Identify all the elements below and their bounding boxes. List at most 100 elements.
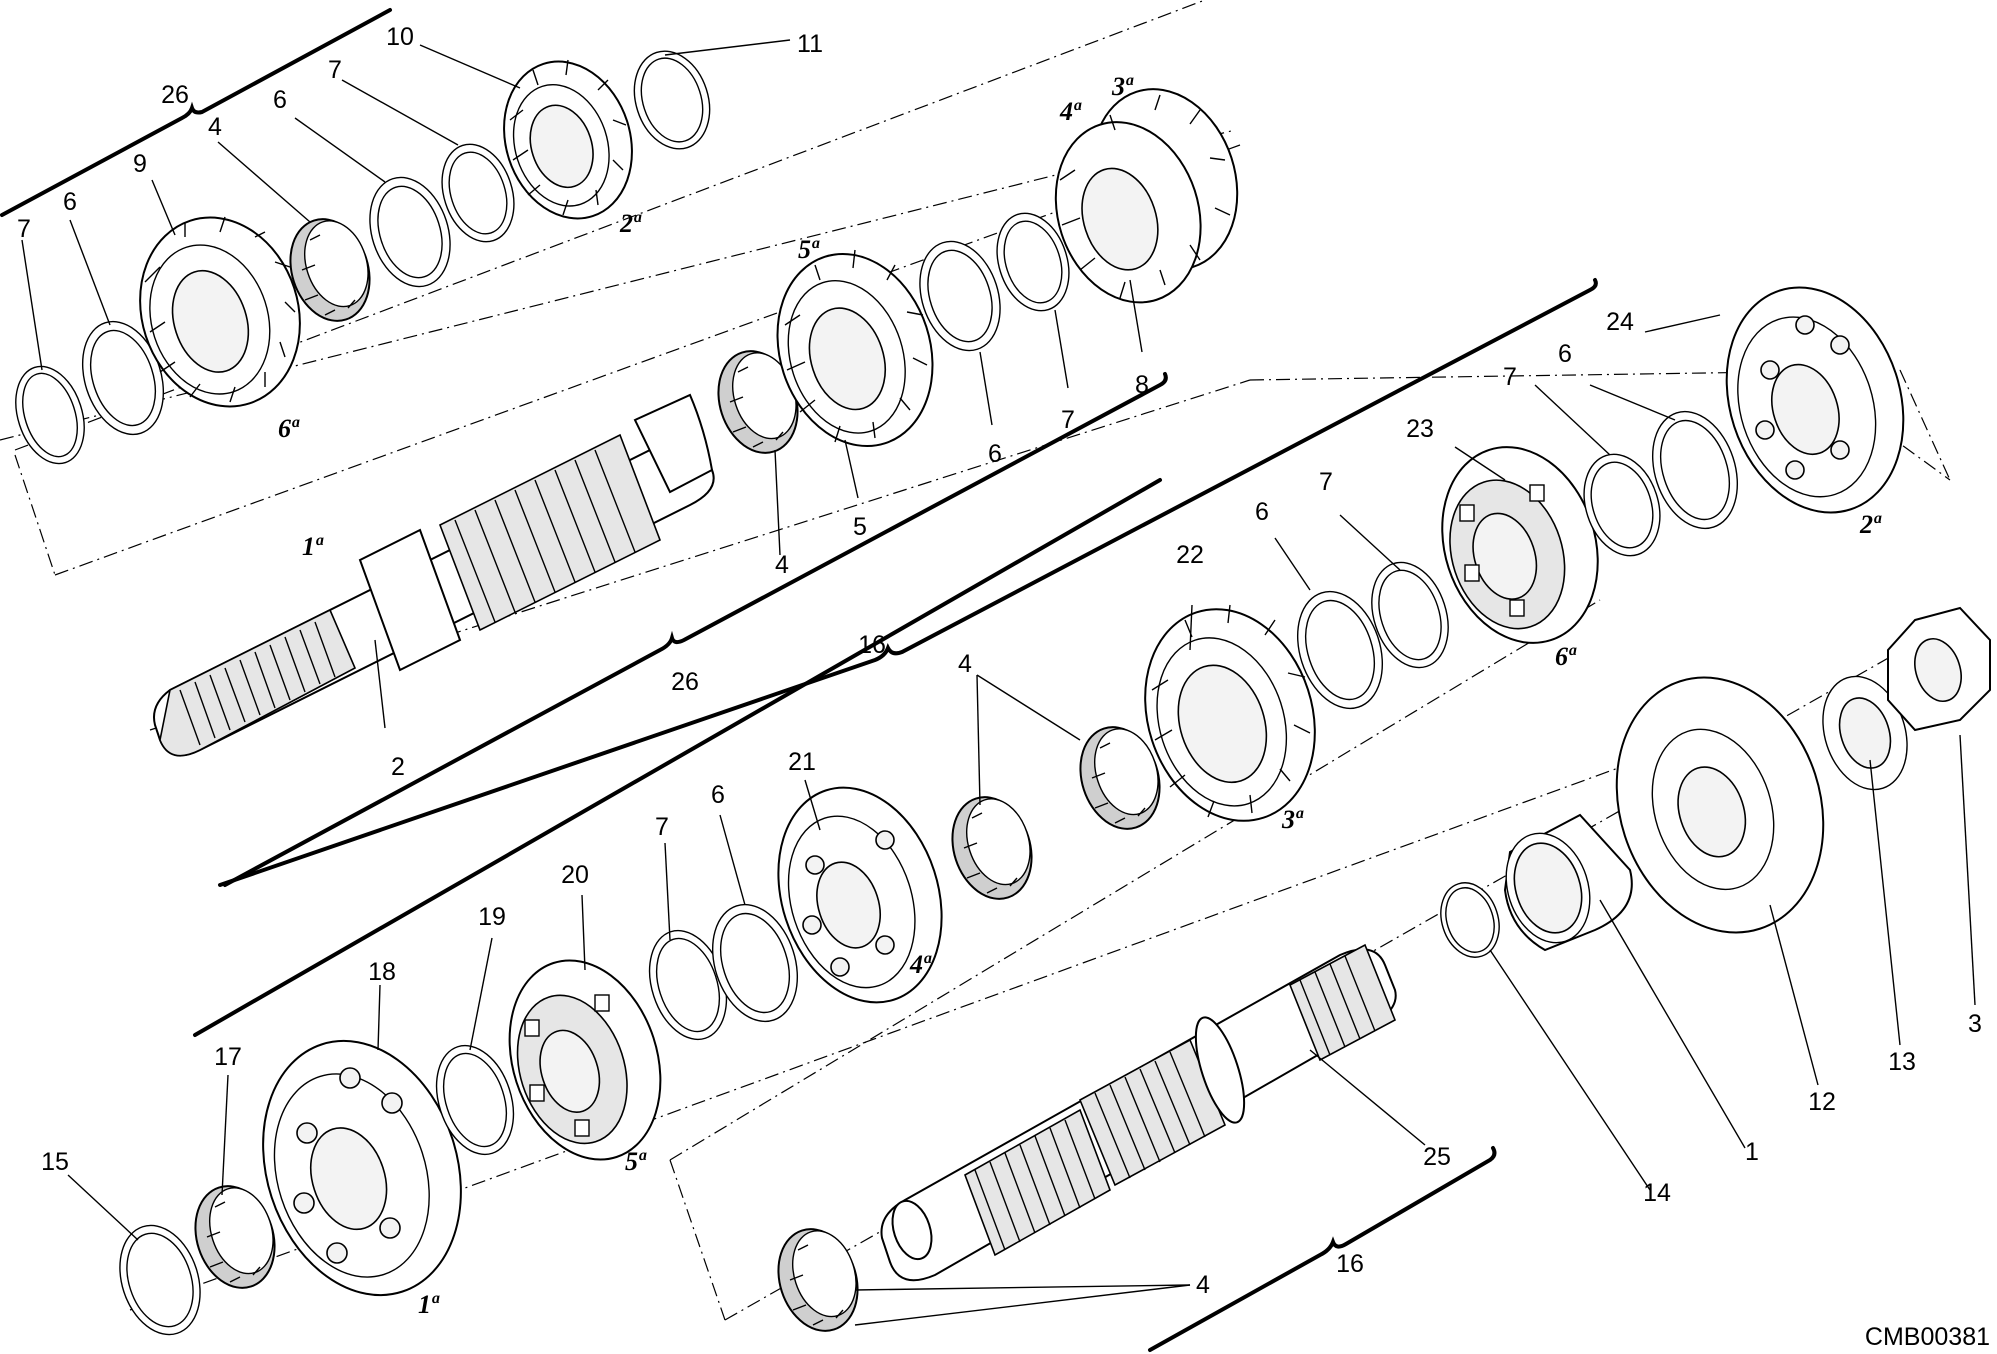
circlip-7-lower [648, 929, 728, 1041]
callout-7: 7 [1319, 468, 1333, 496]
primary-shaft-2 [153, 393, 715, 757]
gear-10-second [503, 59, 633, 220]
circlip-7-upper-mid [441, 143, 515, 243]
gear-5-fifth [776, 249, 934, 448]
washer-6-upper-mid [369, 176, 451, 288]
gear-label-6th: 6ª [1555, 642, 1577, 671]
callout-16: 16 [1336, 1250, 1364, 1278]
gear-24-second [1725, 286, 1905, 514]
washer-6-upper-left [81, 320, 165, 436]
callout-24: 24 [1606, 308, 1634, 336]
callout-17: 17 [214, 1043, 242, 1071]
washer-6-middle [1296, 590, 1384, 710]
callout-23: 23 [1406, 415, 1434, 443]
o-ring-14 [1440, 882, 1500, 958]
gear-18-first [262, 1039, 462, 1297]
callout-7: 7 [328, 56, 342, 84]
bearing-4-upper-mid [717, 350, 799, 454]
callout-8: 8 [1135, 371, 1149, 399]
callout-25: 25 [1423, 1143, 1451, 1171]
callout-1: 1 [1745, 1138, 1759, 1166]
callout-14: 14 [1643, 1179, 1671, 1207]
circlip-7-middle [1371, 561, 1449, 669]
washer-6-upper-right [919, 240, 1001, 352]
gear-label-4th: 4ª [1059, 97, 1082, 126]
gear-label-3rd: 3ª [1111, 72, 1134, 101]
bracket-16-lower [193, 478, 1497, 1352]
circlip-7-upper-right [996, 212, 1070, 312]
callout-26: 26 [671, 668, 699, 696]
callout-26: 26 [161, 81, 189, 109]
gear-label-5th: 5ª [798, 235, 820, 264]
gear-label-5th: 5ª [625, 1147, 647, 1176]
callout-2: 2 [391, 753, 405, 781]
callout-4: 4 [208, 113, 222, 141]
callout-7: 7 [655, 813, 669, 841]
callout-5: 5 [853, 513, 867, 541]
gear-label-2nd: 2ª [619, 209, 642, 238]
washer-6-lower [711, 903, 799, 1023]
bracket-16-middle [218, 278, 1598, 887]
gear-8-third-fourth [1054, 88, 1239, 304]
gear-22-third [1144, 604, 1316, 822]
callout-4: 4 [775, 551, 789, 579]
callout-6: 6 [63, 188, 77, 216]
callout-22: 22 [1176, 541, 1204, 569]
bearing-4-upper [289, 218, 371, 322]
bearing-17 [194, 1185, 276, 1289]
callout-6: 6 [988, 440, 1002, 468]
callout-13: 13 [1888, 1048, 1916, 1076]
callout-16: 16 [858, 631, 886, 659]
callout-18: 18 [368, 958, 396, 986]
nut-3 [1887, 606, 1991, 732]
lock-washer-13 [1822, 675, 1908, 791]
bearing-4-middle-b [1079, 726, 1161, 830]
gear-23-sixth [1441, 446, 1599, 644]
circlip-7-middle-right [1583, 453, 1661, 557]
callout-9: 9 [133, 150, 147, 178]
callout-11: 11 [797, 30, 823, 58]
bushing-1 [1503, 813, 1633, 952]
callout-4: 4 [958, 650, 972, 678]
bracket-26-top [0, 8, 392, 217]
gear-label-3rd: 3ª [1281, 805, 1304, 834]
gear-label-6th: 6ª [278, 414, 300, 443]
bearing-4-lower [777, 1228, 859, 1332]
callout-7: 7 [1503, 363, 1517, 391]
gear-label-2nd: 2ª [1859, 510, 1882, 539]
circlip-11 [633, 50, 711, 150]
washer-15 [119, 1224, 201, 1336]
callout-6: 6 [711, 781, 725, 809]
callout-7: 7 [17, 215, 31, 243]
callout-4: 4 [1196, 1271, 1210, 1299]
bearing-4-middle-a [951, 796, 1033, 900]
callout-6: 6 [273, 86, 287, 114]
circlip-19 [435, 1044, 515, 1156]
gear-label-1st: 1ª [418, 1290, 440, 1319]
gear-label-1st: 1ª [302, 532, 324, 561]
bracket-26-middle [223, 372, 1168, 887]
callout-19: 19 [478, 903, 506, 931]
sprocket-12 [1615, 676, 1825, 934]
callout-12: 12 [1808, 1088, 1836, 1116]
gear-ratio-labels: 6ª 2ª 5ª 4ª 3ª 1ª 3ª 6ª 2ª 4ª 5ª 1ª [278, 72, 1882, 1319]
callout-6: 6 [1255, 498, 1269, 526]
callout-15: 15 [41, 1148, 69, 1176]
callout-20: 20 [561, 861, 589, 889]
callout-7: 7 [1061, 406, 1075, 434]
circlip-7-upper-left [15, 365, 85, 465]
leader-lines [21, 39, 1976, 1326]
gear-9-sixth [139, 216, 301, 408]
callout-labels: 7 6 9 26 4 6 7 10 11 2 4 5 26 16 6 7 8 4… [17, 23, 1982, 1299]
callout-10: 10 [386, 23, 414, 51]
secondary-shaft-25 [880, 943, 1397, 1282]
drawing-code: CMB00381 [1865, 1323, 1990, 1351]
callout-6: 6 [1558, 340, 1572, 368]
gear-21-fourth [777, 786, 943, 1004]
washer-6-middle-right [1651, 410, 1739, 530]
gear-label-4th: 4ª [909, 950, 932, 979]
callout-21: 21 [788, 748, 816, 776]
gear-20-fifth [508, 959, 662, 1161]
callout-3: 3 [1968, 1010, 1982, 1038]
